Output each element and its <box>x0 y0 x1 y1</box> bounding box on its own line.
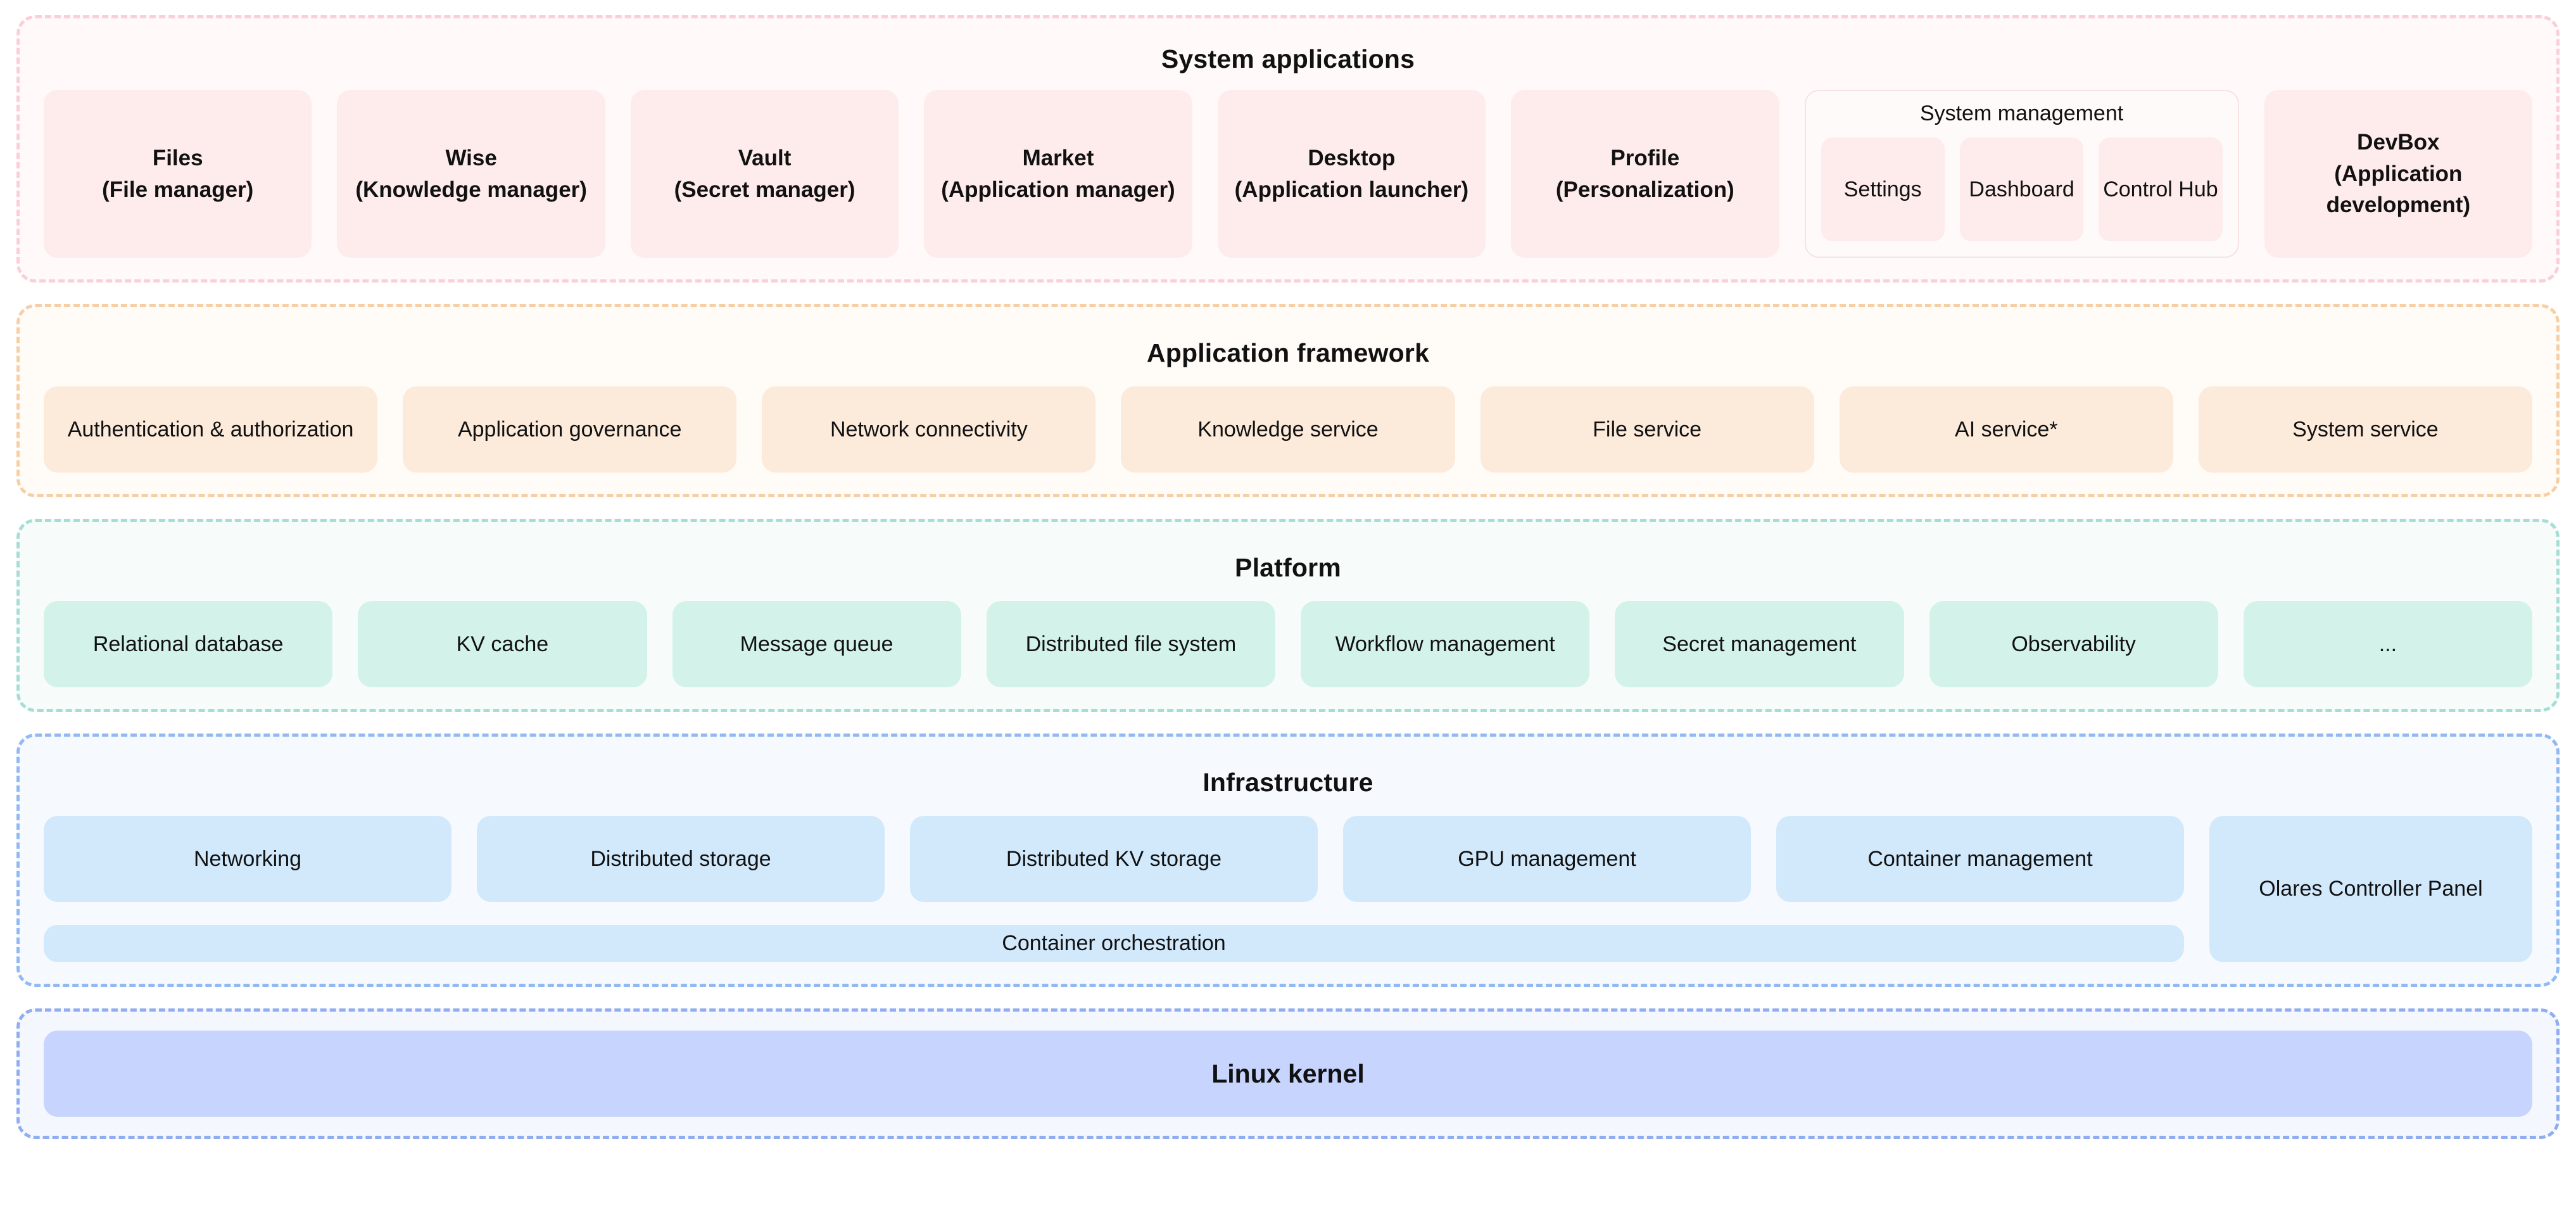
app-name: Files <box>152 145 203 170</box>
app-subtitle: (Application development) <box>2326 161 2471 218</box>
platform-tile-distributed-file-system[interactable]: Distributed file system <box>986 601 1275 688</box>
system-management-tile-settings[interactable]: Settings <box>1821 137 1945 242</box>
infrastructure-tile-gpu-management[interactable]: GPU management <box>1343 816 1751 903</box>
app-name: Desktop <box>1308 145 1396 170</box>
infrastructure-left-column: Networking Distributed storage Distribut… <box>44 816 2184 963</box>
app-name: Wise <box>445 145 497 170</box>
band-linux-kernel: Linux kernel <box>16 1008 2560 1140</box>
band-application-framework: Application framework Authentication & a… <box>16 304 2560 498</box>
app-name: Profile <box>1610 145 1680 170</box>
app-subtitle: (File manager) <box>102 177 254 202</box>
app-tile-files[interactable]: Files (File manager) <box>44 90 312 258</box>
system-management-tile-control-hub[interactable]: Control Hub <box>2099 137 2223 242</box>
app-subtitle: (Personalization) <box>1555 177 1734 202</box>
infrastructure-tile-distributed-storage[interactable]: Distributed storage <box>477 816 885 903</box>
platform-tile-observability[interactable]: Observability <box>1929 601 2218 688</box>
app-tile-vault[interactable]: Vault (Secret manager) <box>630 90 899 258</box>
framework-tile-knowledge-service[interactable]: Knowledge service <box>1121 386 1455 473</box>
app-subtitle: (Application launcher) <box>1234 177 1469 202</box>
app-subtitle: (Application manager) <box>941 177 1175 202</box>
platform-tile-more[interactable]: ... <box>2243 601 2532 688</box>
infrastructure-tile-olares-controller-panel[interactable]: Olares Controller Panel <box>2209 816 2532 963</box>
infrastructure-top-row: Networking Distributed storage Distribut… <box>44 816 2184 903</box>
app-tile-wise[interactable]: Wise (Knowledge manager) <box>337 90 605 258</box>
infrastructure-body: Networking Distributed storage Distribut… <box>44 816 2532 963</box>
app-subtitle: (Knowledge manager) <box>355 177 587 202</box>
framework-tile-ai-service[interactable]: AI service* <box>1839 386 2173 473</box>
app-tile-market[interactable]: Market (Application manager) <box>924 90 1192 258</box>
app-name: Market <box>1022 145 1094 170</box>
application-framework-row: Authentication & authorization Applicati… <box>44 386 2532 473</box>
app-tile-profile[interactable]: Profile (Personalization) <box>1511 90 1779 258</box>
app-name: DevBox <box>2357 130 2440 155</box>
platform-tile-secret-management[interactable]: Secret management <box>1615 601 1904 688</box>
framework-tile-file-service[interactable]: File service <box>1480 386 1814 473</box>
app-tile-desktop[interactable]: Desktop (Application launcher) <box>1217 90 1486 258</box>
kernel-tile-linux-kernel: Linux kernel <box>44 1031 2532 1117</box>
platform-tile-message-queue[interactable]: Message queue <box>672 601 961 688</box>
band-platform: Platform Relational database KV cache Me… <box>16 519 2560 713</box>
system-applications-row: Files (File manager) Wise (Knowledge man… <box>44 90 2533 258</box>
framework-tile-network-connectivity[interactable]: Network connectivity <box>762 386 1096 473</box>
app-tile-devbox[interactable]: DevBox (Application development) <box>2264 90 2533 258</box>
platform-tile-kv-cache[interactable]: KV cache <box>358 601 647 688</box>
platform-tile-relational-database[interactable]: Relational database <box>44 601 333 688</box>
band-title-system-applications: System applications <box>1161 44 1415 73</box>
platform-row: Relational database KV cache Message que… <box>44 601 2532 688</box>
framework-tile-authentication-authorization[interactable]: Authentication & authorization <box>44 386 378 473</box>
framework-tile-application-governance[interactable]: Application governance <box>403 386 737 473</box>
infrastructure-tile-networking[interactable]: Networking <box>44 816 451 903</box>
band-title-infrastructure: Infrastructure <box>1203 768 1373 797</box>
platform-tile-workflow-management[interactable]: Workflow management <box>1301 601 1590 688</box>
band-title-application-framework: Application framework <box>1146 338 1430 368</box>
app-subtitle: (Secret manager) <box>674 177 856 202</box>
band-infrastructure: Infrastructure Networking Distributed st… <box>16 734 2560 988</box>
system-management-title: System management <box>1919 101 2124 126</box>
infrastructure-tile-distributed-kv-storage[interactable]: Distributed KV storage <box>910 816 1318 903</box>
system-management-group: System management Settings Dashboard Con… <box>1804 90 2239 258</box>
system-management-row: Settings Dashboard Control Hub <box>1821 137 2223 242</box>
band-title-platform: Platform <box>1235 553 1341 583</box>
system-management-tile-dashboard[interactable]: Dashboard <box>1959 137 2084 242</box>
infrastructure-tile-container-management[interactable]: Container management <box>1776 816 2184 903</box>
band-system-applications: System applications Files (File manager)… <box>16 15 2560 283</box>
infrastructure-tile-container-orchestration[interactable]: Container orchestration <box>44 925 2184 963</box>
framework-tile-system-service[interactable]: System service <box>2198 386 2532 473</box>
app-name: Vault <box>738 145 792 170</box>
